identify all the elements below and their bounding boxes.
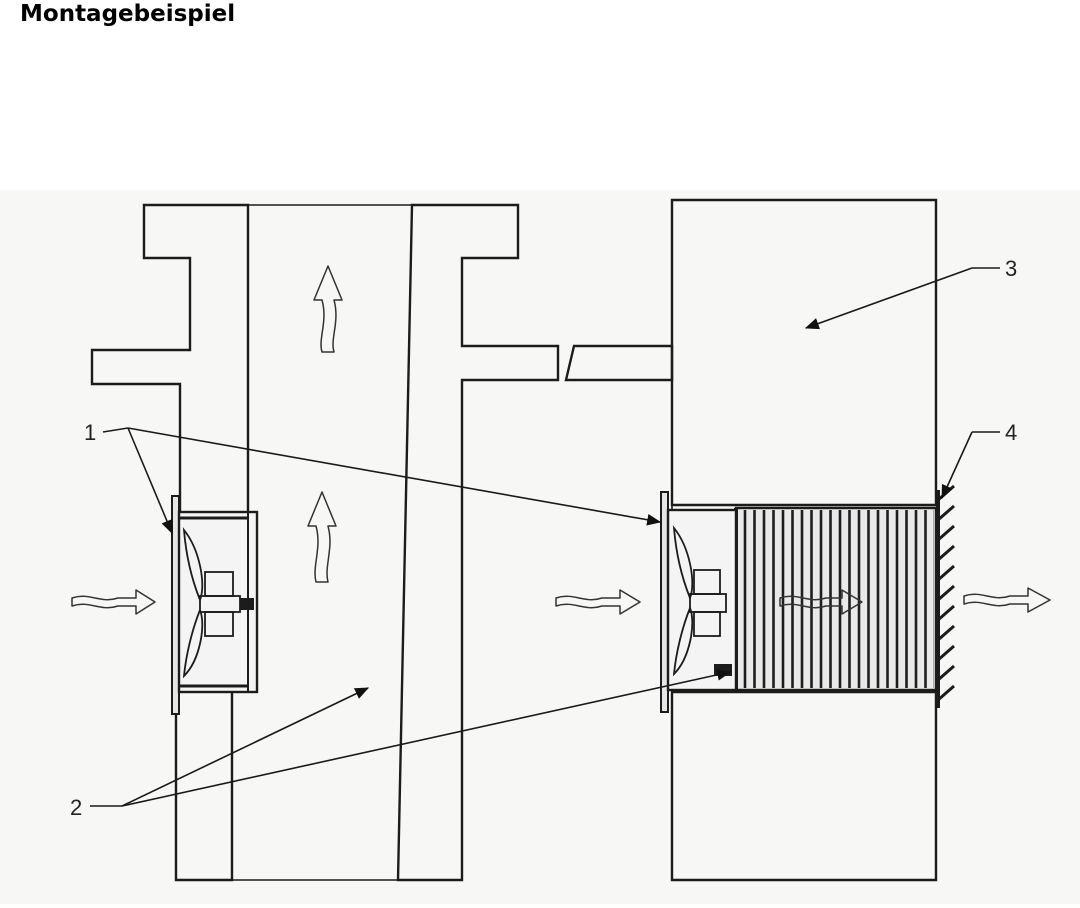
- callout-3: 3: [804, 256, 1017, 330]
- callout-1: 1: [84, 420, 662, 535]
- callout-2: 2: [70, 669, 732, 820]
- callout-4: 4: [941, 420, 1017, 500]
- callout-label-1: 1: [84, 420, 96, 445]
- callout-label-3: 3: [1005, 256, 1017, 281]
- right-wall-hatch: [396, 203, 560, 882]
- fan-icon: [171, 495, 259, 715]
- lower-wall-hatch: [670, 690, 938, 882]
- arrow-flow-icon: [71, 265, 343, 615]
- filter-element: [734, 506, 938, 692]
- callout-label-2: 2: [70, 795, 82, 820]
- fan-icon: [660, 491, 738, 713]
- callout-label-4: 4: [1005, 420, 1017, 445]
- arrow-flow-icon: [555, 587, 1051, 615]
- page-title: Montagebeispiel: [20, 1, 236, 27]
